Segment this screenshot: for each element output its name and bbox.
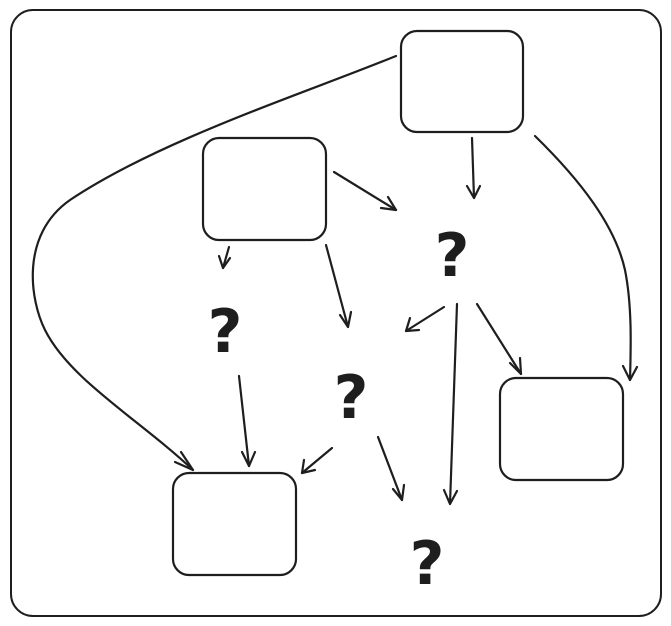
arrow-unknown-left-to-bottomleft — [237, 374, 257, 468]
arrow-unknown-centertop-to-middleright — [475, 302, 523, 376]
box-middle-right — [498, 376, 625, 482]
connectors — [31, 54, 639, 506]
unknown-left: ? — [208, 297, 243, 367]
arrow-topmiddle-to-unknown-centertop — [332, 170, 398, 212]
diagram-frame — [10, 9, 662, 617]
box-bottom-left — [171, 471, 298, 577]
arrow-unknown-centertop-to-unknown-center — [404, 305, 446, 333]
arrow-topright-to-unknown-centertop — [465, 136, 482, 200]
box-top-middle — [201, 136, 328, 242]
unknown-center: ? — [334, 363, 369, 433]
unknown-center-top: ? — [435, 221, 470, 291]
arrow-topmiddle-to-unknown-left — [217, 245, 232, 270]
arrow-unknown-center-to-unknown-bottom — [376, 435, 406, 502]
arrow-unknown-centertop-to-unknown-bottom — [442, 302, 459, 506]
box-top-right — [399, 29, 525, 134]
arrow-topright-to-bottomleft — [31, 54, 398, 472]
arrow-topmiddle-to-unknown-center — [324, 243, 353, 329]
arrow-unknown-center-to-bottomleft — [300, 446, 334, 475]
arrow-topright-to-middleright — [533, 134, 639, 382]
unknown-bottom: ? — [410, 529, 445, 599]
